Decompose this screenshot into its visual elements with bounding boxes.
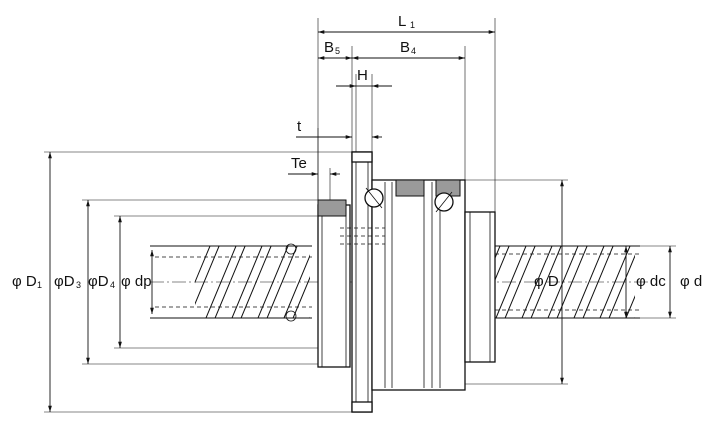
dim-d: φ d <box>640 245 702 319</box>
label-H: H <box>357 67 368 84</box>
ball-circle <box>285 243 297 255</box>
label-B5: B <box>324 39 334 56</box>
label-t: t <box>297 118 302 135</box>
thread-line <box>195 246 220 306</box>
label-dc: φ dc <box>636 273 666 290</box>
thread-line <box>521 246 553 318</box>
label-D4-sub: 4 <box>110 280 115 290</box>
label-dp: φ dp <box>121 273 152 290</box>
label-D: φ D <box>534 273 559 290</box>
thread-line <box>205 246 237 318</box>
left-screw-shaft <box>150 243 312 322</box>
thread-line <box>257 246 289 318</box>
thread-line <box>608 254 635 318</box>
right-screw-shaft <box>495 245 640 319</box>
label-D4: φD <box>88 273 109 290</box>
thread-line <box>195 246 211 284</box>
thread-line <box>231 246 263 318</box>
label-D3-sub: 3 <box>76 280 81 290</box>
seal-top <box>317 199 347 217</box>
housing <box>371 179 466 391</box>
label-L1-sub: 1 <box>410 20 415 30</box>
dim-D: φ D <box>465 179 568 385</box>
label-B4-sub: 4 <box>411 46 416 56</box>
thread-line <box>495 246 527 318</box>
ball-circle <box>285 310 297 322</box>
dim-B5-B4: B 5 B 4 <box>318 39 466 180</box>
thread-line <box>495 246 510 282</box>
thread-line <box>573 246 605 318</box>
thread-line <box>214 246 246 318</box>
thread-line <box>530 246 562 318</box>
bearing-race-top <box>395 179 425 197</box>
dim-dc: φ dc <box>624 246 666 318</box>
thread-line <box>240 246 272 318</box>
dim-H: H <box>336 67 392 152</box>
dim-Te: Te <box>288 155 340 200</box>
label-L1: L <box>398 13 406 30</box>
thread-line <box>504 246 536 318</box>
label-B4: B <box>400 39 410 56</box>
thread-line <box>292 276 310 318</box>
end-cap <box>464 211 496 363</box>
label-D3: φD <box>54 273 75 290</box>
dim-D3: φD 3 <box>54 199 318 365</box>
dim-dp: φ dp <box>121 250 154 314</box>
label-Te: Te <box>291 155 307 172</box>
label-D1-sub: 1 <box>37 280 42 290</box>
dim-D4: φD 4 <box>88 215 318 349</box>
label-D1: φ D <box>12 273 37 290</box>
thread-line <box>582 246 614 318</box>
dim-D1: φ D 1 <box>12 151 352 413</box>
dim-t: t <box>296 118 382 200</box>
nut-body <box>317 151 496 413</box>
thread-line <box>266 246 298 318</box>
label-B5-sub: 5 <box>335 46 340 56</box>
thread-line <box>283 254 310 318</box>
label-d: φ d <box>680 273 702 290</box>
thread-line <box>625 295 635 318</box>
